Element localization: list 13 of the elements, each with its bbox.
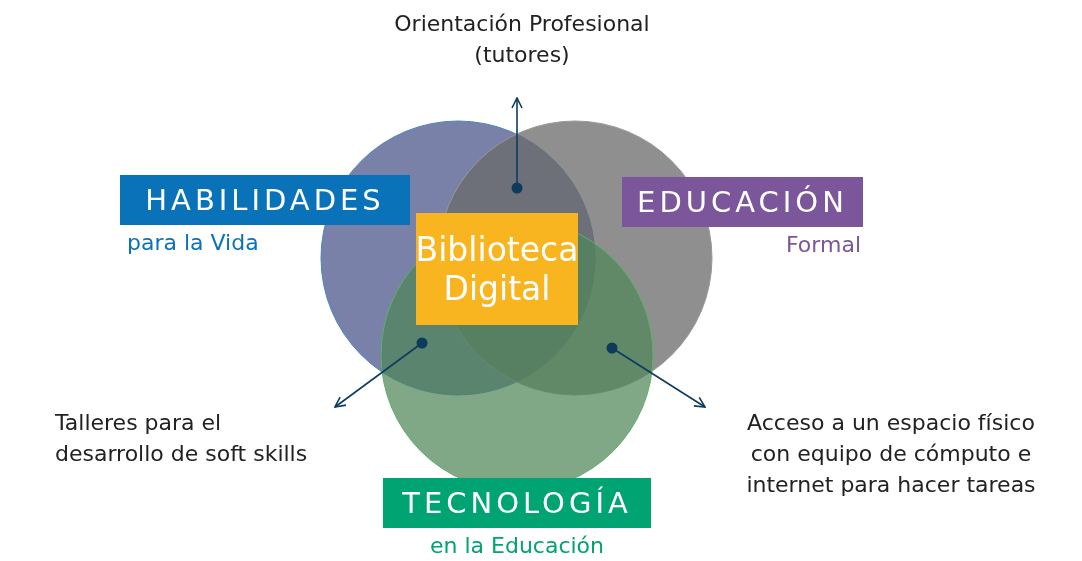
annotation-text: Talleres para el desarrollo de soft skills <box>55 409 309 468</box>
category-subtitle: para la Vida <box>127 229 259 257</box>
central-box: Biblioteca Digital <box>416 213 578 325</box>
leader-arrow <box>334 337 428 408</box>
leader-arrow <box>606 342 706 408</box>
annotation-text: Orientación Profesional (tutores) <box>393 10 651 69</box>
annotation-text: Acceso a un espacio físico con equipo de cómputo e internet para hacer tareas <box>745 409 1037 499</box>
category-subtitle: Formal <box>786 231 861 259</box>
category-heading: EDUCACIÓN <box>622 177 863 227</box>
leader-arrow <box>511 97 523 194</box>
category-heading: TECNOLOGÍA <box>383 478 651 528</box>
category-subtitle: en la Educación <box>429 532 605 560</box>
category-heading: HABILIDADES <box>120 175 410 225</box>
